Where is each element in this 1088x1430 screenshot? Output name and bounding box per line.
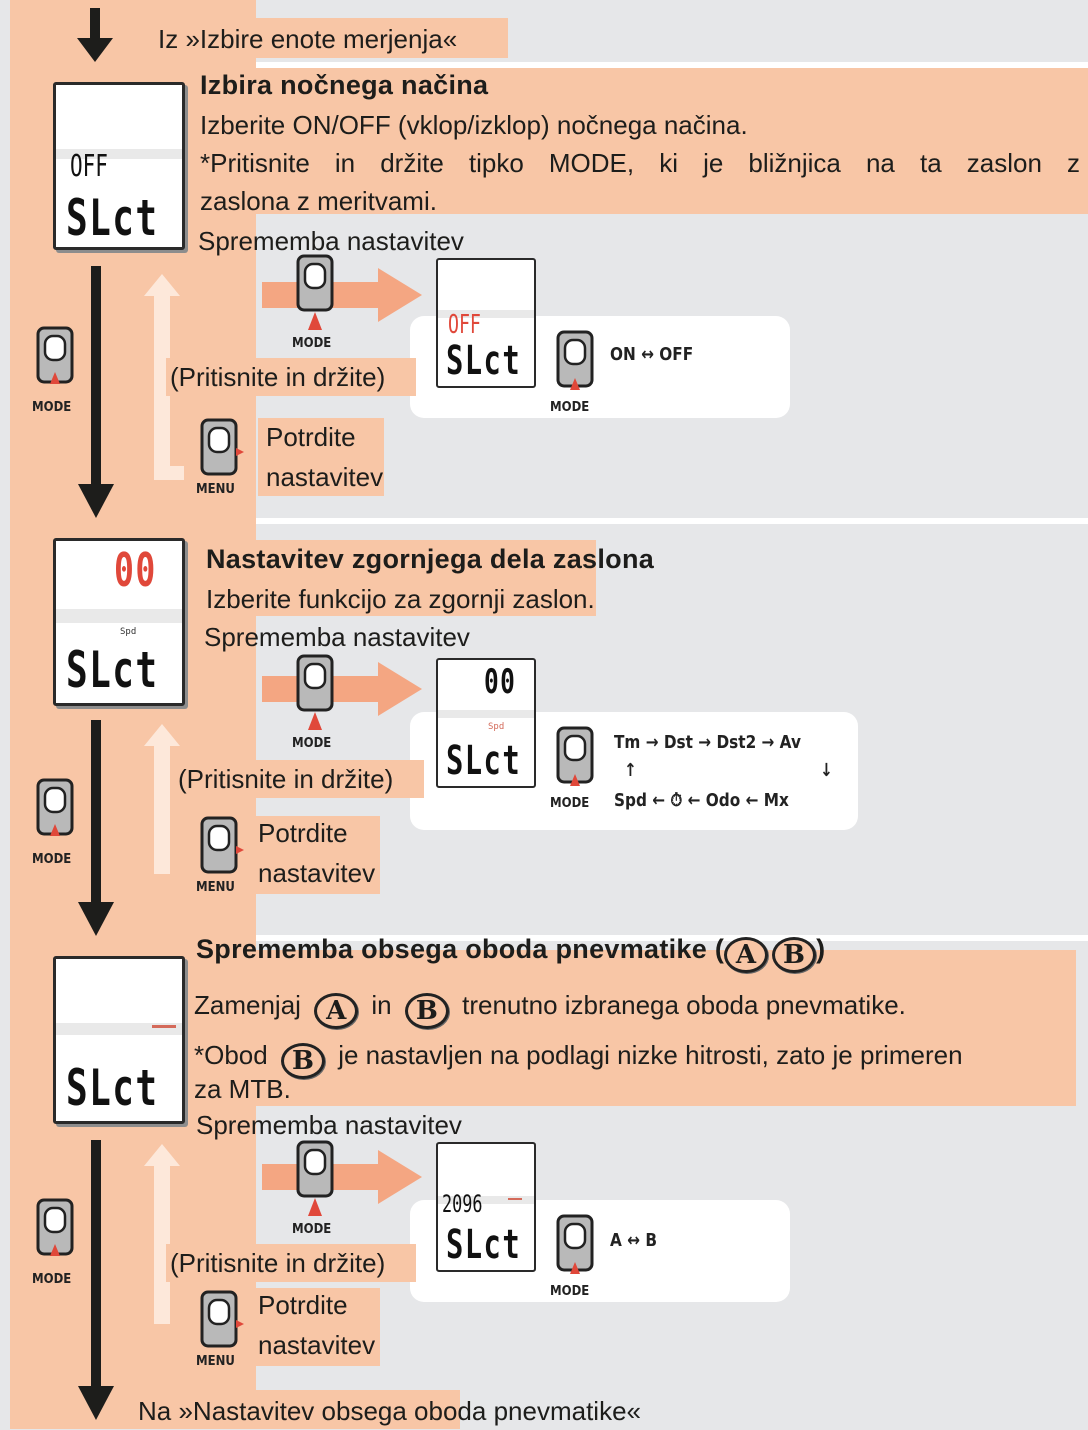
change-settings-label: Sprememba nastavitev <box>198 226 464 256</box>
lcd-display: OFF SLct <box>53 82 185 250</box>
mode-button-icon <box>296 254 334 330</box>
hold-label: (Pritisnite in držite) <box>170 1248 386 1278</box>
lcd-preview: 2096 SLct <box>436 1142 536 1272</box>
lcd-preview: OFF SLct <box>436 258 536 388</box>
circle-b-badge: B <box>404 993 449 1029</box>
lcd-display: 00 Spd SLct <box>53 538 185 706</box>
down-arrow-icon <box>78 720 114 936</box>
down-arrow-icon <box>77 8 113 62</box>
confirm-label: nastavitev <box>266 462 384 492</box>
mode-button-icon <box>296 654 334 730</box>
cycle-down-arrow: ↓ <box>820 760 833 781</box>
section-divider <box>256 518 1088 524</box>
hold-label: (Pritisnite in držite) <box>178 764 394 794</box>
right-arrow-icon <box>262 1150 422 1204</box>
lcd-display: SLct <box>53 956 185 1124</box>
section2-line: Izberite funkcijo za zgornji zaslon. <box>206 584 595 614</box>
mode-button-icon <box>36 778 74 836</box>
hold-label: (Pritisnite in držite) <box>170 362 386 392</box>
cycle-options: A ↔ B <box>610 1230 657 1251</box>
cycle-up-arrow: ↑ <box>624 760 637 781</box>
right-arrow-icon <box>262 268 422 322</box>
right-arrow-icon <box>262 662 422 716</box>
menu-button-icon <box>200 418 244 478</box>
menu-button-icon <box>200 1290 244 1350</box>
section3-line: Zamenjaj A in B trenutno izbranega oboda… <box>194 986 906 1029</box>
cycle-options: ON ↔ OFF <box>610 344 694 365</box>
change-settings-label: Sprememba nastavitev <box>196 1110 462 1140</box>
confirm-label: nastavitev <box>258 1330 376 1360</box>
section-divider <box>256 935 1088 941</box>
menu-button-icon <box>200 816 244 876</box>
change-settings-label: Sprememba nastavitev <box>204 622 470 652</box>
up-arrow-icon <box>144 724 180 874</box>
mode-button-icon <box>36 1198 74 1256</box>
mode-button-icon <box>556 330 594 390</box>
confirm-label: Potrdite <box>258 818 348 848</box>
section-divider <box>256 62 1088 68</box>
section1-text-bg <box>190 68 1088 214</box>
section2-title: Nastavitev zgornjega dela zaslona <box>206 544 655 574</box>
down-arrow-icon <box>78 266 114 518</box>
up-arrow-icon <box>144 274 184 480</box>
mode-button-icon <box>36 326 74 384</box>
circle-a-badge: A <box>724 937 769 973</box>
confirm-label: nastavitev <box>258 858 376 888</box>
outro-text: Na »Nastavitev obsega oboda pnevmatike« <box>138 1396 641 1426</box>
circle-b-badge: B <box>280 1043 325 1079</box>
section1-line: zaslona z meritvami. <box>200 186 437 216</box>
section1-line: Izberite ON/OFF (vklop/izklop) nočnega n… <box>200 110 748 140</box>
up-arrow-icon <box>144 1144 180 1324</box>
section3-line: za MTB. <box>194 1074 291 1104</box>
section1-line: *Pritisnite in držite tipko MODE, ki je … <box>200 148 1080 178</box>
section1-title: Izbira nočnega načina <box>200 70 489 100</box>
circle-a-badge: A <box>314 993 359 1029</box>
confirm-label: Potrdite <box>266 422 356 452</box>
mode-button-icon <box>556 1214 594 1274</box>
section3-line: *Obod B je nastavljen na podlagi nizke h… <box>194 1036 963 1079</box>
lcd-preview: 00 Spd SLct <box>436 658 536 788</box>
down-arrow-icon <box>78 1140 114 1420</box>
mode-button-icon <box>296 1140 334 1216</box>
confirm-label: Potrdite <box>258 1290 348 1320</box>
cycle-row: Tm → Dst → Dst2 → Av <box>614 732 801 753</box>
mode-button-icon <box>556 726 594 786</box>
cycle-row: Spd ← ⏱ ← Odo ← Mx <box>614 790 789 811</box>
circle-b-badge: B <box>772 937 817 973</box>
section2-text-bg <box>196 540 596 616</box>
intro-text: Iz »Izbire enote merjenja« <box>158 24 458 54</box>
